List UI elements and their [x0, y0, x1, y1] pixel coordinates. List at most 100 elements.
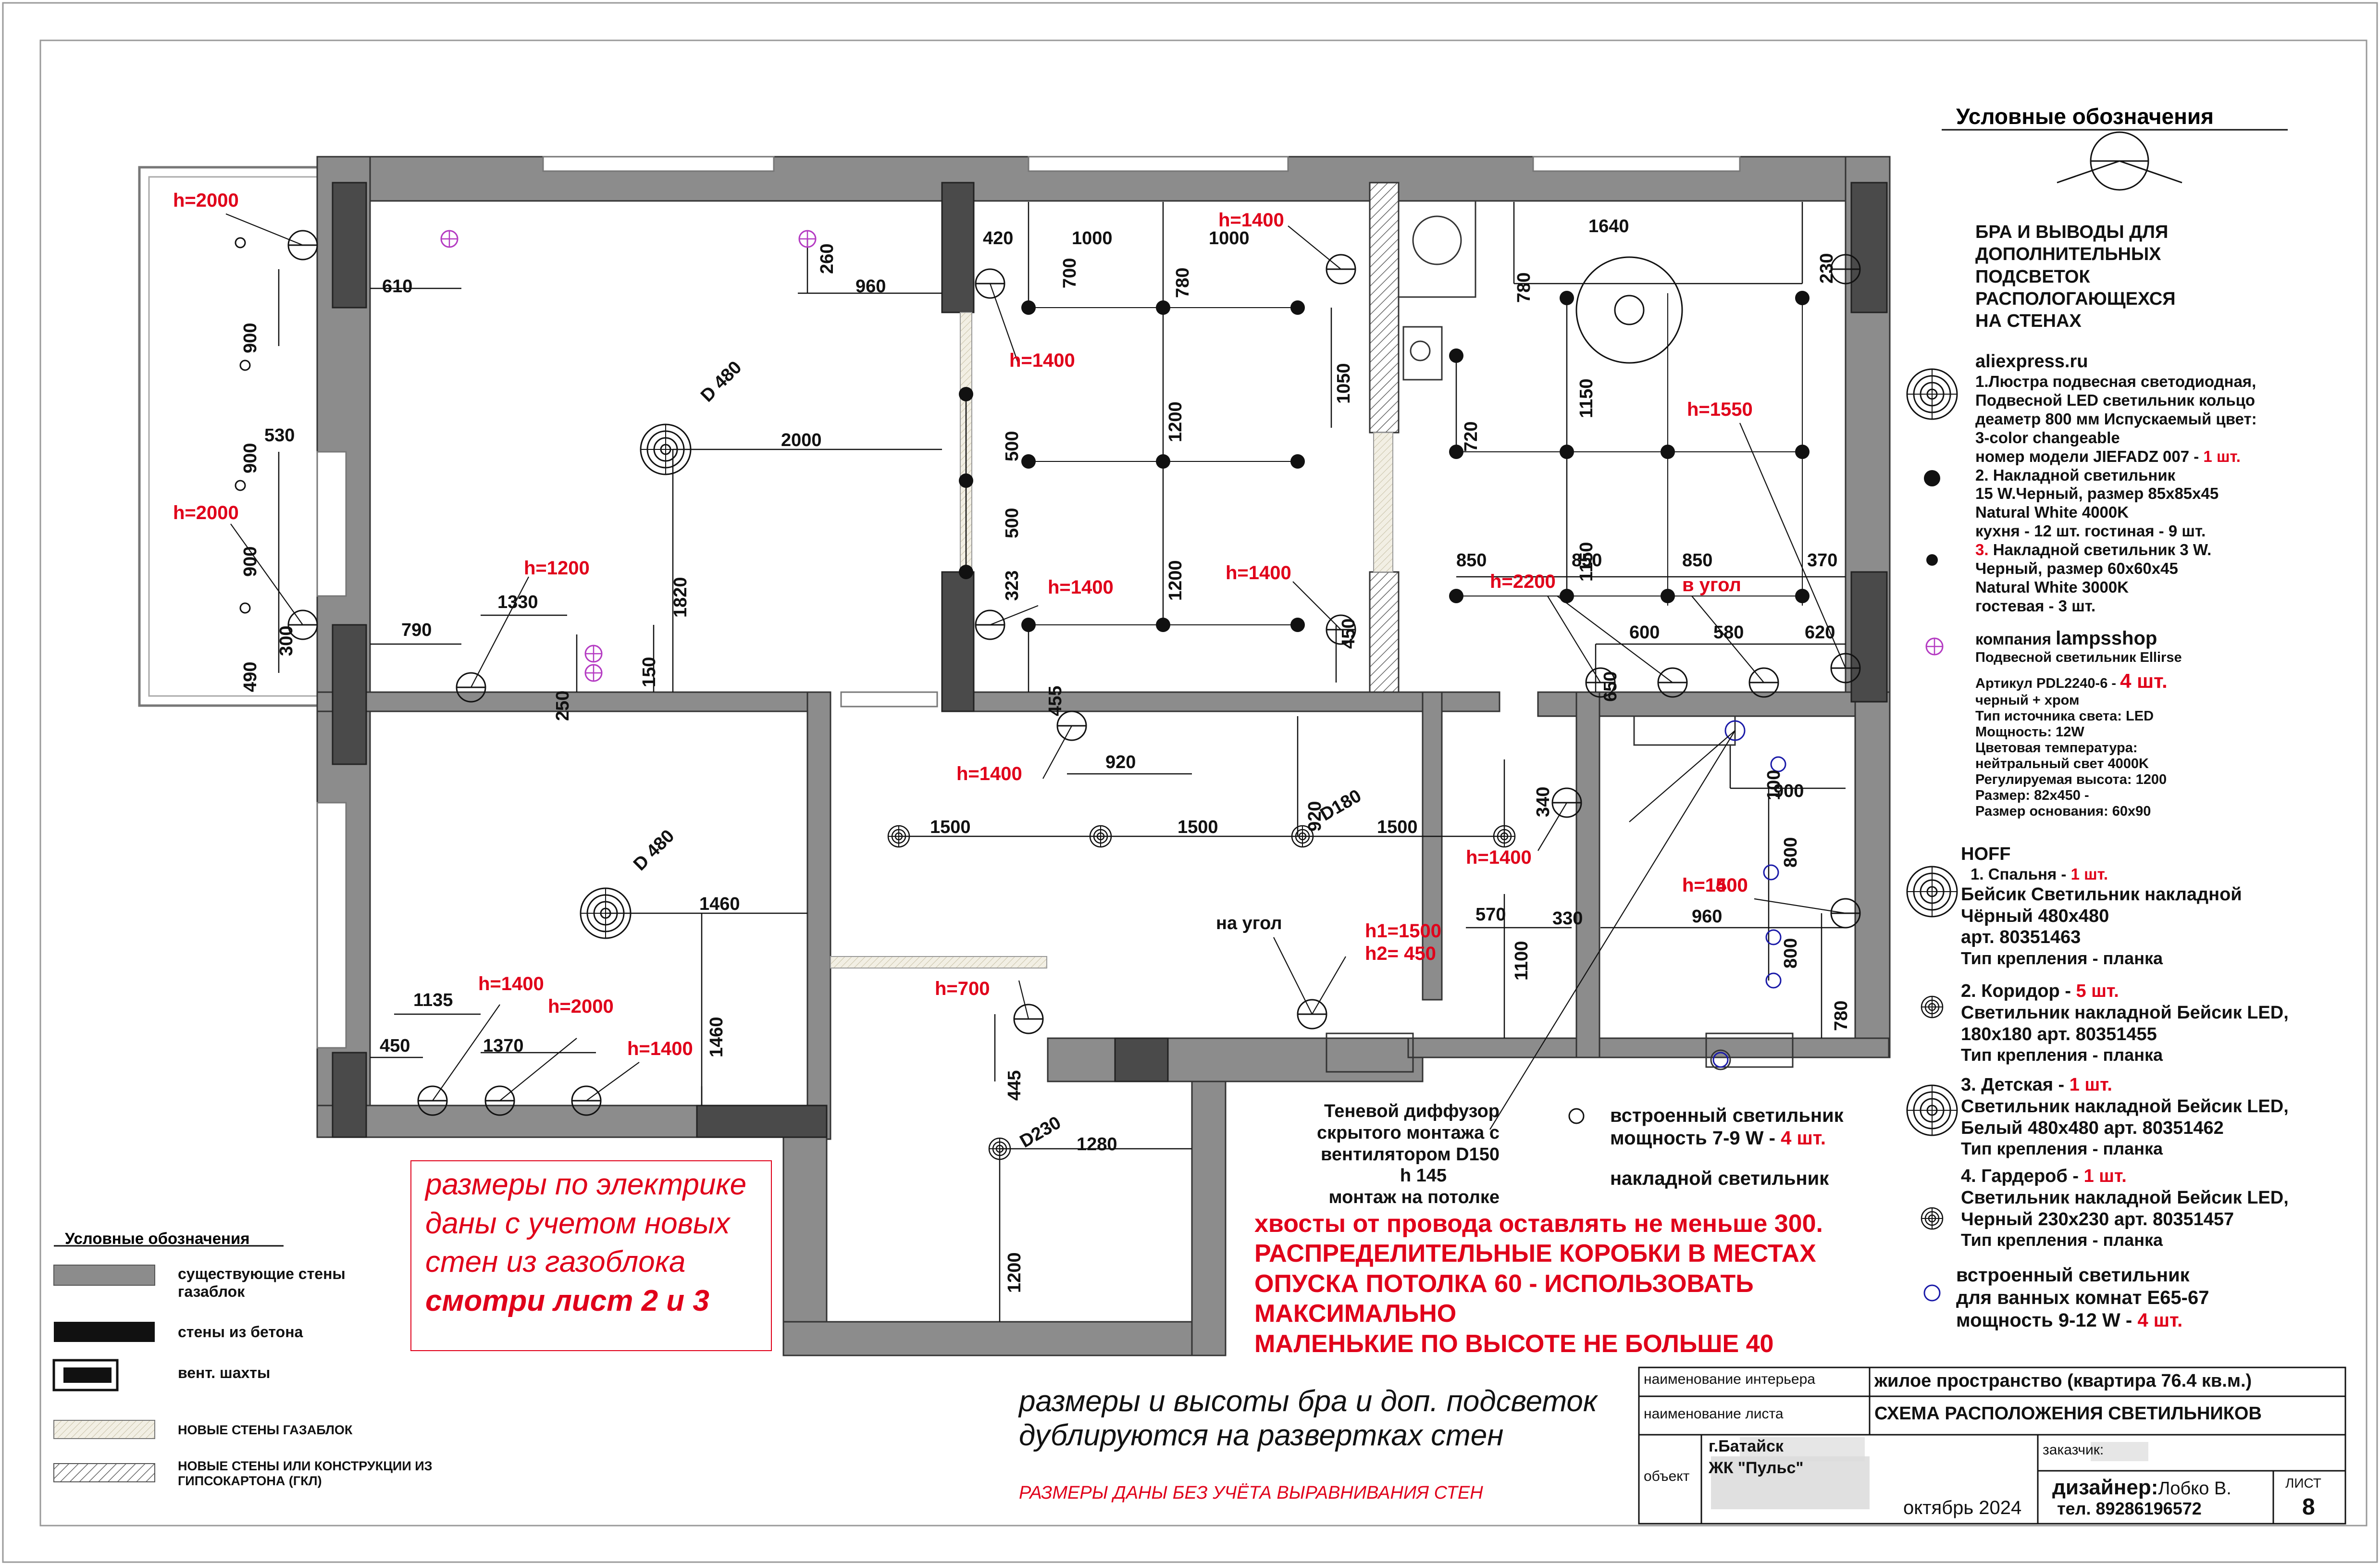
- height-label: h=1400: [1048, 577, 1114, 598]
- legend-existing-walls: существующие стены газаблок: [178, 1265, 346, 1300]
- dimension-label: 1000: [1072, 228, 1113, 248]
- dimension-label: 1200: [1004, 1252, 1025, 1293]
- legend-vent: вент. шахты: [178, 1364, 271, 1381]
- tb-sheet-no-label: ЛИСТ: [2285, 1476, 2321, 1490]
- dimension-label: 1150: [1576, 378, 1597, 418]
- dimension-label: 1460: [707, 1017, 727, 1057]
- dimension-label: 150: [639, 657, 659, 687]
- ceiling-light-dot: [959, 387, 973, 401]
- dimension-label: 720: [1461, 421, 1481, 452]
- dimension-label: 260: [817, 243, 837, 274]
- height-label: h1=1500: [1365, 920, 1442, 942]
- no-align-note: РАЗМЕРЫ ДАНЫ БЕЗ УЧЁТА ВЫРАВНИВАНИЯ СТЕН: [1019, 1483, 1483, 1503]
- dimension-label: 900: [240, 546, 260, 577]
- dimension-label: 450: [380, 1036, 410, 1056]
- dimension-label: 650: [1600, 671, 1621, 702]
- dimension-label: 960: [1692, 907, 1723, 927]
- dimension-label: 790: [401, 620, 432, 640]
- to-corner-label: на угол: [1216, 913, 1282, 933]
- dimension-label: 1200: [1165, 401, 1186, 442]
- dimension-label: 500: [1002, 508, 1022, 538]
- height-label: h=1200: [524, 558, 590, 579]
- dimension-label: 250: [553, 690, 573, 721]
- dimension-label: 800: [1781, 938, 1801, 969]
- legend-hoff-2: 2. Коридор - 5 шт. Светильник накладной …: [1961, 981, 2289, 1065]
- height-label: h=1400: [1218, 210, 1284, 231]
- dimension-label: 780: [1831, 1000, 1851, 1031]
- ceiling-light-dot: [959, 565, 973, 579]
- dimension-label: 780: [1173, 267, 1193, 298]
- dimension-label: 1200: [1165, 560, 1186, 601]
- dimension-label: 600: [1629, 622, 1660, 643]
- dimension-label: 490: [240, 661, 260, 692]
- legend-hoff-3: 3. Детская - 1 шт. Светильник накладной …: [1961, 1075, 2289, 1159]
- legend-lampsshop: компания lampsshop Подвесной светильник …: [1975, 628, 2182, 820]
- dimension-label: 620: [1805, 622, 1835, 643]
- dimension-label: 1500: [930, 817, 971, 837]
- dimension-label: 1500: [1377, 817, 1418, 837]
- height-label: h=1400: [627, 1038, 693, 1059]
- dimension-label: 445: [1004, 1070, 1025, 1101]
- dimension-label: 1000: [1209, 228, 1250, 248]
- dimension-label: 570: [1475, 905, 1506, 925]
- legend-concrete: стены из бетона: [178, 1323, 303, 1341]
- tb-date: октябрь 2024: [1903, 1497, 2022, 1518]
- warning-note: хвосты от провода оставлять не меньше 30…: [1254, 1210, 1823, 1358]
- dimension-label: 230: [1817, 253, 1837, 284]
- ceiling-light-dot: [1449, 348, 1463, 363]
- height-label: h=1400: [1009, 350, 1075, 371]
- diffuser-note: Теневой диффузор скрытого монтажа с вент…: [1317, 1101, 1500, 1208]
- dimension-label: 1135: [413, 990, 453, 1010]
- height-label: в угол: [1682, 574, 1741, 596]
- dimension-label: 500: [1002, 431, 1022, 461]
- tb-object-label: объект: [1644, 1468, 1690, 1484]
- dimension-label: 900: [240, 323, 260, 353]
- dimension-label: 450: [1339, 618, 1359, 649]
- height-label: h=2000: [548, 996, 614, 1017]
- height-label: h=1500: [1682, 875, 1748, 896]
- legend-new-gasblock: НОВЫЕ СТЕНЫ ГАЗАБЛОК: [178, 1423, 353, 1437]
- legend-aliexpress: aliexpress.ru 1.Люстра подвесная светоди…: [1975, 351, 2257, 615]
- red-note-box: размеры по электрике даны с учетом новых…: [425, 1168, 747, 1317]
- dimension-label: 530: [264, 425, 295, 446]
- tb-sheet-label: наименование листа: [1644, 1406, 1784, 1422]
- tb-interior-label: наименование интерьера: [1644, 1371, 1815, 1387]
- dimension-label: 850: [1682, 550, 1713, 571]
- legend-hoff-4: 4. Гардероб - 1 шт. Светильник накладной…: [1961, 1166, 2289, 1250]
- dimension-label: 900: [240, 443, 260, 473]
- dimension-label: 1280: [1077, 1134, 1117, 1155]
- dimension-label: 850: [1572, 550, 1602, 571]
- dimension-label: 323: [1002, 570, 1022, 601]
- tb-interior-value: жилое пространство (квартира 76.4 кв.м.): [1874, 1371, 2252, 1391]
- embedded-note: встроенный светильник мощность 7-9 W - 4…: [1610, 1105, 1844, 1149]
- dimension-label: 1460: [699, 894, 740, 914]
- tb-designer: дизайнер:Лобко В.: [2052, 1476, 2231, 1499]
- legend-new-gkl: НОВЫЕ СТЕНЫ ИЛИ КОНСТРУКЦИИ ИЗ ГИПСОКАРТ…: [178, 1459, 433, 1488]
- dimension-label: 1370: [483, 1036, 524, 1056]
- dimension-label: 610: [382, 276, 413, 297]
- dimension-label: 800: [1781, 837, 1801, 868]
- tb-sheet-no: 8: [2302, 1494, 2315, 1520]
- tb-customer-label: заказчик:: [2043, 1442, 2104, 1458]
- dimension-label: 850: [1456, 550, 1487, 571]
- dimension-label: 1100: [1512, 941, 1532, 981]
- dimension-label: 2000: [781, 430, 822, 450]
- height-label: h=1400: [1466, 847, 1532, 868]
- height-label: h=2200: [1490, 571, 1556, 592]
- dimension-label: 1050: [1334, 363, 1354, 404]
- dimension-label: 900: [1773, 781, 1804, 801]
- dimension-label: 1330: [497, 592, 538, 612]
- height-label: h=1400: [478, 973, 544, 994]
- tb-object-complex: ЖК "Пульс": [1709, 1459, 1804, 1477]
- ceiling-light-dot: [1560, 291, 1574, 305]
- tb-phone: тел. 89286196572: [2057, 1499, 2202, 1518]
- dimension-label: 300: [276, 625, 297, 656]
- tb-sheet-value: СХЕМА РАСПОЛОЖЕНИЯ СВЕТИЛЬНИКОВ: [1874, 1404, 2262, 1424]
- dimension-label: 370: [1807, 550, 1838, 571]
- dimension-label: 330: [1552, 908, 1583, 929]
- height-label: h2= 450: [1365, 943, 1436, 964]
- height-label: h=2000: [173, 190, 239, 211]
- dimension-label: 420: [983, 228, 1014, 248]
- dimension-label: 780: [1514, 272, 1534, 303]
